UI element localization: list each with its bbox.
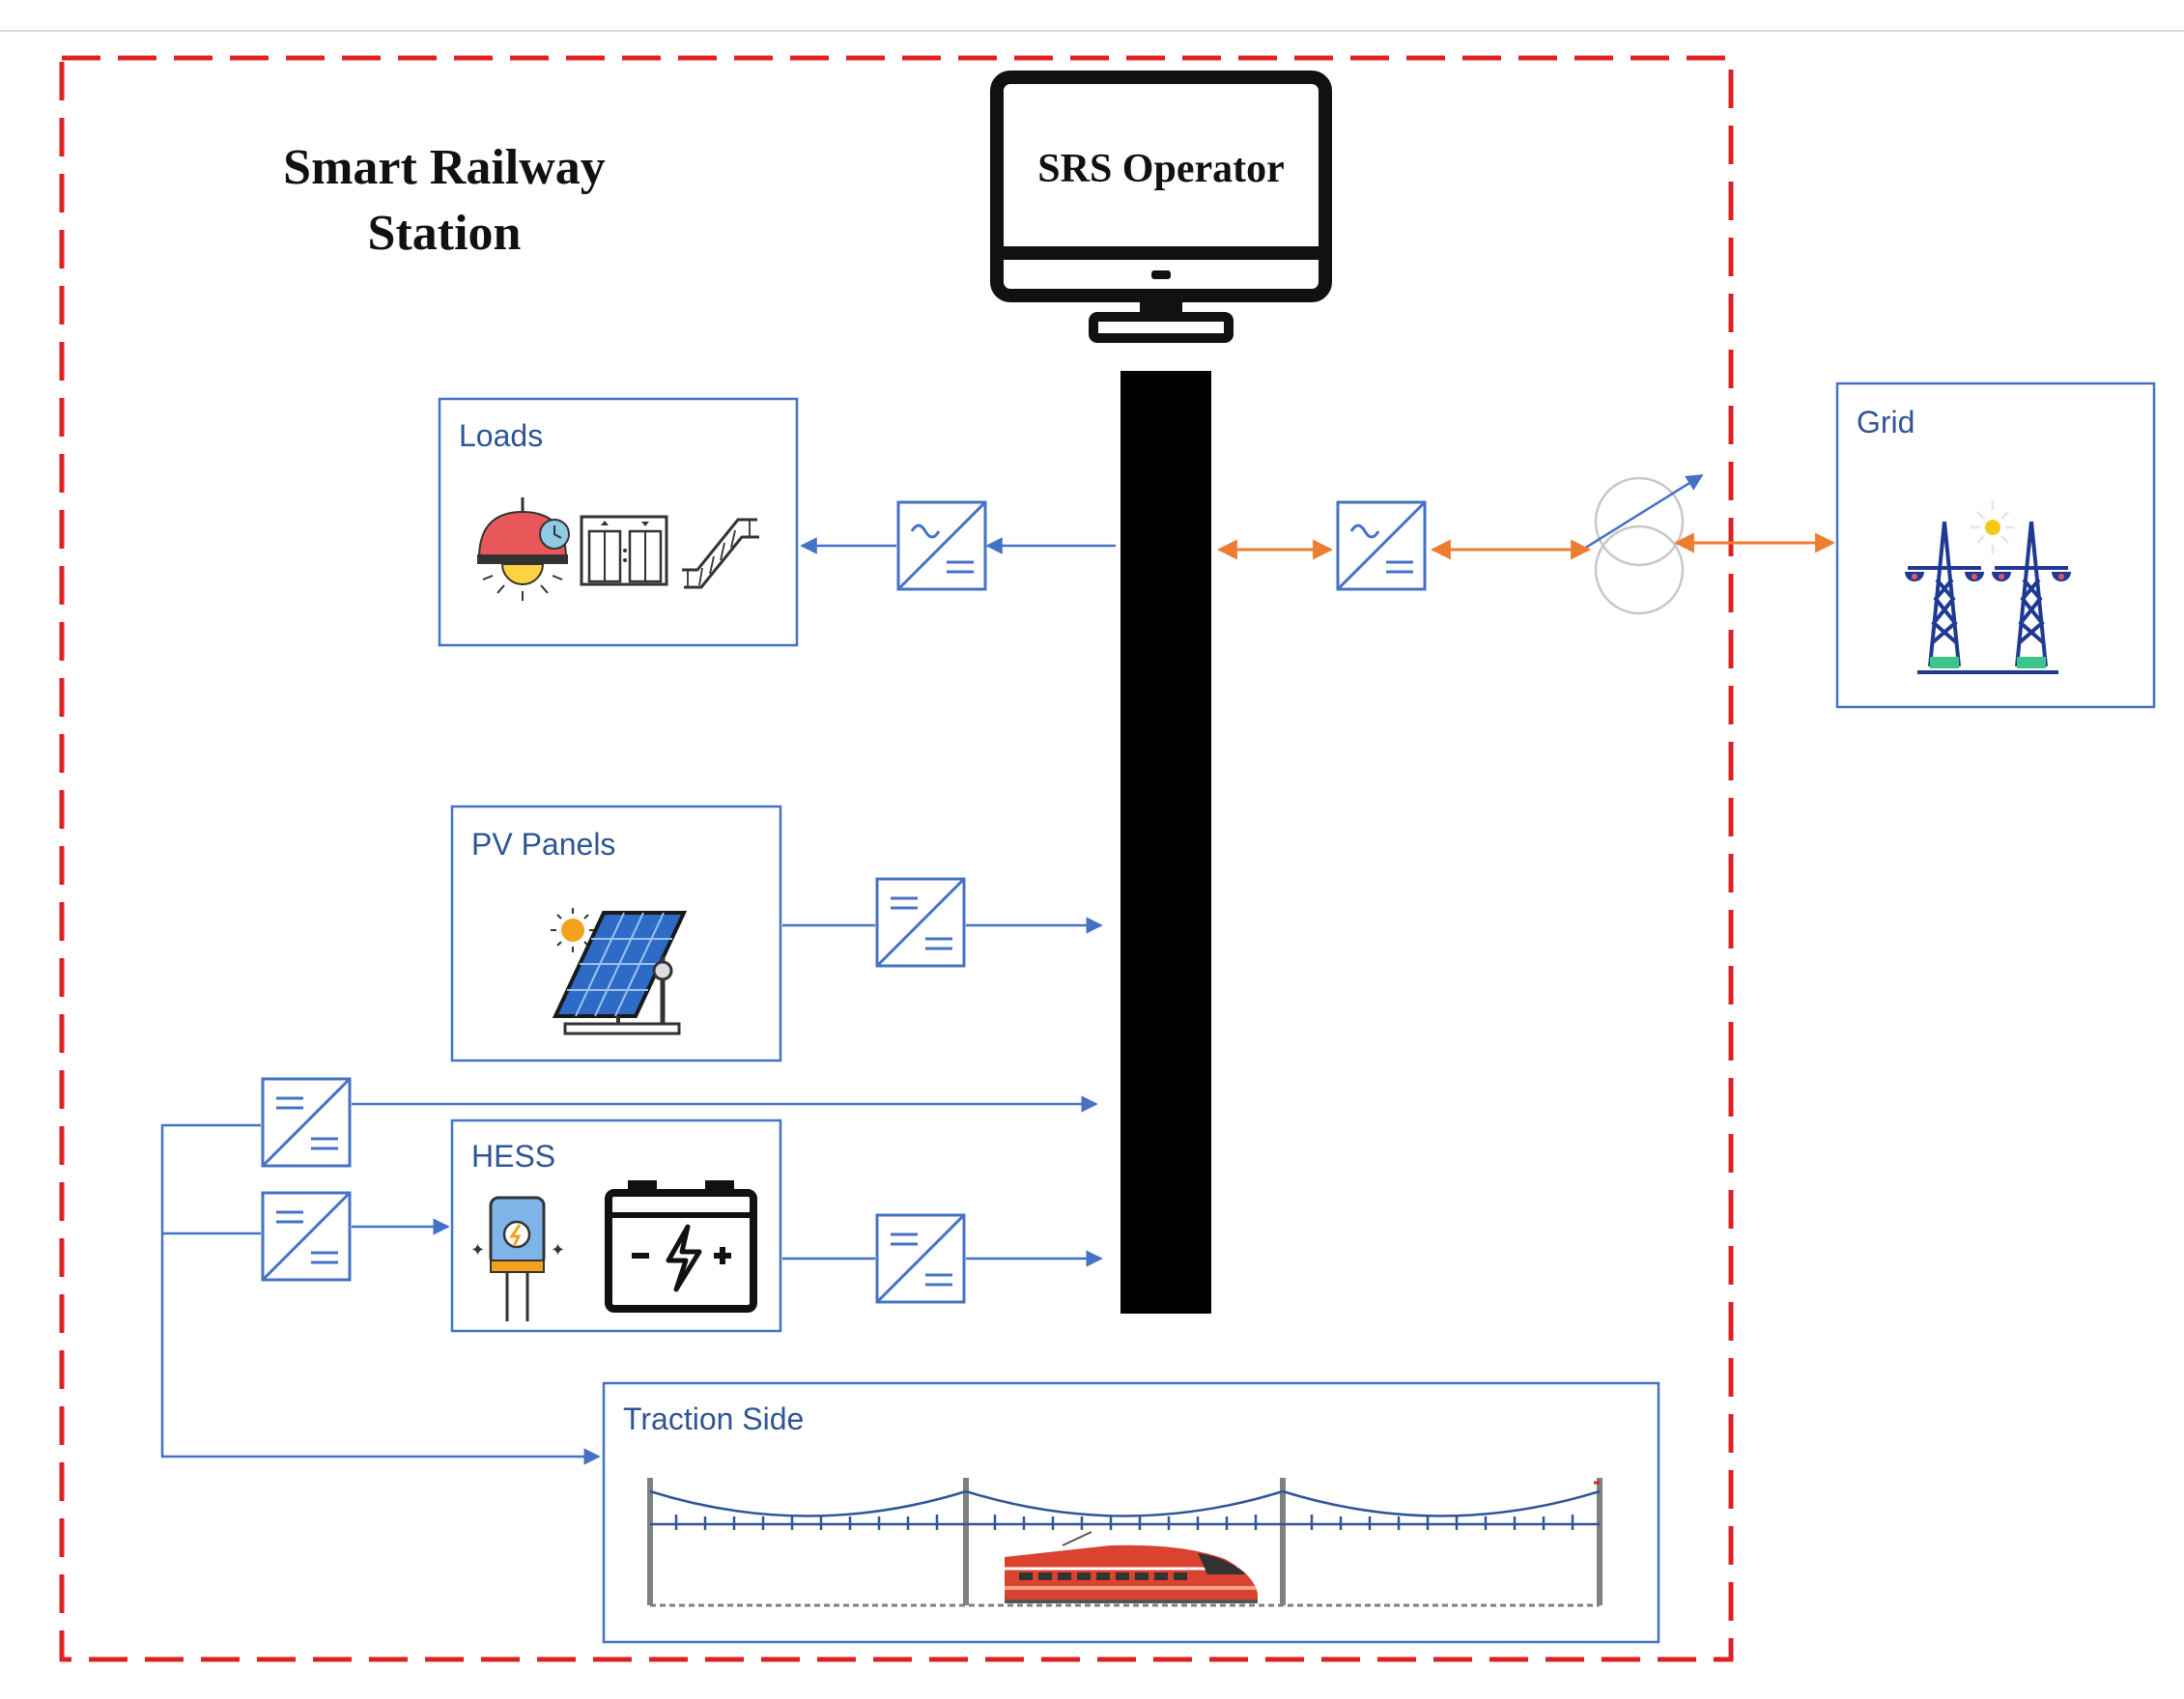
grid-box xyxy=(1835,382,2156,709)
operator-label: SRS Operator xyxy=(1037,147,1285,191)
station-title-line1: Smart Railway xyxy=(283,140,606,195)
catenary-icon xyxy=(647,1478,1603,1607)
traction-feeder-line xyxy=(160,1123,601,1465)
grid-converter-icon xyxy=(1336,500,1427,591)
battery-icon xyxy=(605,1180,757,1313)
station-boundary xyxy=(59,55,1734,1662)
transmission-tower-icon xyxy=(1905,500,2071,674)
svg-text:✦: ✦ xyxy=(470,1240,485,1260)
train-icon xyxy=(1005,1531,1258,1603)
traction-converter-icon xyxy=(261,1077,352,1168)
supercap-converter-icon xyxy=(261,1191,352,1282)
solar-panel-icon xyxy=(551,908,688,1035)
loads-converter-icon xyxy=(896,500,987,591)
escalator-icon xyxy=(682,518,759,589)
dc-bus xyxy=(1120,371,1211,1314)
loads-label: Loads xyxy=(459,418,543,453)
transformer-icon xyxy=(1583,473,1704,615)
svg-text:✦: ✦ xyxy=(551,1240,565,1260)
monitor-icon xyxy=(990,71,1332,343)
hess-label: HESS xyxy=(471,1139,555,1174)
elevator-icon xyxy=(580,515,668,586)
station-title-line2: Station xyxy=(368,206,522,261)
grid-label: Grid xyxy=(1857,405,1915,439)
pv-converter-icon xyxy=(875,877,966,968)
battery-converter-icon xyxy=(875,1213,966,1304)
ceiling-lamp-icon xyxy=(477,497,570,601)
traction-label: Traction Side xyxy=(623,1402,804,1436)
supercapacitor-icon: ✦ ✦ xyxy=(470,1196,565,1321)
pv-label: PV Panels xyxy=(471,827,615,862)
